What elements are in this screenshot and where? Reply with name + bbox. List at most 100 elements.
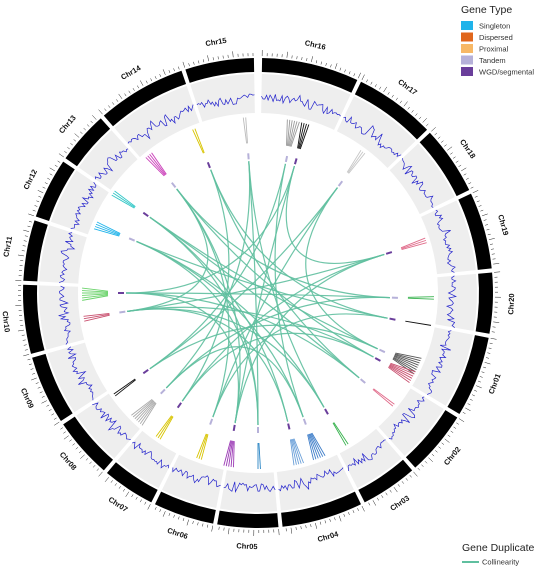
gene-marker bbox=[393, 355, 418, 368]
gene-type-marker bbox=[379, 348, 386, 354]
gene-marker bbox=[136, 400, 155, 421]
ideogram-chr14 bbox=[103, 70, 187, 127]
tick bbox=[192, 520, 194, 525]
tick bbox=[467, 403, 471, 406]
tick bbox=[211, 525, 214, 532]
gene-type-markers bbox=[81, 117, 434, 470]
tick bbox=[67, 147, 70, 150]
tick bbox=[344, 69, 346, 73]
chr-label-chr07: Chr07 bbox=[107, 495, 130, 514]
tick bbox=[63, 431, 66, 434]
tick bbox=[60, 427, 64, 430]
chr-label-chr11: Chr11 bbox=[1, 236, 14, 258]
gene-marker bbox=[348, 152, 366, 174]
tick bbox=[435, 450, 438, 453]
tick bbox=[186, 519, 189, 526]
tick bbox=[353, 73, 356, 77]
gene-marker bbox=[291, 438, 300, 465]
tick bbox=[465, 177, 469, 180]
density-bg-chr17 bbox=[336, 96, 416, 168]
collinearity-link bbox=[248, 161, 325, 408]
tick bbox=[17, 329, 24, 332]
tick bbox=[83, 127, 86, 131]
gene-marker bbox=[82, 287, 109, 292]
tick bbox=[357, 508, 359, 511]
tick bbox=[24, 349, 28, 351]
tick bbox=[286, 51, 288, 58]
gene-marker bbox=[114, 190, 136, 207]
tick bbox=[69, 439, 72, 442]
density-bg-chr10 bbox=[39, 285, 85, 350]
tick bbox=[207, 55, 209, 62]
density-bg-chr01 bbox=[412, 327, 473, 406]
collinearity-link bbox=[149, 216, 360, 379]
tick bbox=[381, 495, 384, 498]
tick bbox=[450, 152, 453, 155]
tick bbox=[418, 116, 422, 120]
tick bbox=[144, 501, 147, 505]
density-bg-chr05 bbox=[219, 470, 278, 512]
gene-marker bbox=[289, 439, 295, 466]
collinearity-links bbox=[125, 161, 390, 426]
tick bbox=[36, 200, 40, 203]
ideogram-chr11 bbox=[23, 220, 48, 282]
gene-marker bbox=[96, 221, 121, 234]
chr-label-chr16: Chr16 bbox=[304, 38, 327, 52]
density-bg-chr20 bbox=[435, 273, 477, 332]
tick bbox=[437, 136, 441, 139]
ideogram-chr09 bbox=[32, 353, 73, 421]
tick bbox=[456, 422, 459, 425]
tick bbox=[319, 521, 322, 525]
tick bbox=[453, 426, 457, 429]
gene-marker bbox=[94, 226, 120, 236]
ideogram-chr17 bbox=[354, 81, 428, 140]
ideogram-chr12 bbox=[35, 161, 75, 222]
tick bbox=[37, 386, 41, 389]
tick bbox=[479, 376, 483, 378]
tick bbox=[92, 465, 96, 468]
ideogram-chr13 bbox=[65, 118, 111, 167]
gene-marker bbox=[405, 320, 432, 326]
gene-marker bbox=[308, 433, 319, 459]
tick bbox=[399, 100, 402, 104]
tick bbox=[305, 525, 307, 529]
tick bbox=[413, 471, 418, 477]
collinearity-link bbox=[165, 161, 251, 389]
gene-marker bbox=[111, 194, 135, 209]
tick bbox=[330, 64, 332, 68]
ideogram-chr18 bbox=[419, 132, 470, 197]
tick bbox=[159, 73, 162, 77]
tick bbox=[431, 453, 435, 457]
tick bbox=[489, 342, 493, 344]
tick bbox=[85, 458, 89, 461]
collinearity-link bbox=[248, 161, 259, 426]
tick bbox=[458, 418, 465, 422]
tick bbox=[139, 499, 142, 503]
tick bbox=[178, 66, 180, 70]
gene-marker bbox=[392, 358, 415, 375]
density-line-chr04 bbox=[278, 467, 344, 492]
gene-marker bbox=[147, 155, 166, 176]
tick bbox=[41, 395, 45, 398]
collinearity-link bbox=[125, 292, 390, 299]
tick bbox=[489, 243, 493, 245]
tick bbox=[401, 481, 404, 484]
tick bbox=[145, 80, 148, 84]
density-bg-chr16 bbox=[261, 74, 351, 130]
tick bbox=[452, 156, 456, 159]
gene-marker bbox=[145, 157, 165, 177]
gene-marker bbox=[194, 128, 205, 154]
tick bbox=[447, 146, 453, 151]
tick bbox=[310, 524, 312, 528]
gene-marker bbox=[389, 364, 414, 377]
tick bbox=[487, 233, 491, 236]
gene-marker bbox=[81, 290, 109, 293]
gene-marker bbox=[155, 415, 172, 437]
gene-marker bbox=[299, 124, 310, 150]
tick bbox=[393, 486, 398, 493]
ideogram-chr02 bbox=[405, 410, 458, 468]
tick bbox=[383, 86, 387, 93]
legend-swatch-tandem bbox=[461, 55, 473, 65]
density-line-chr15 bbox=[196, 93, 255, 108]
density-bg-chr06 bbox=[161, 454, 224, 508]
